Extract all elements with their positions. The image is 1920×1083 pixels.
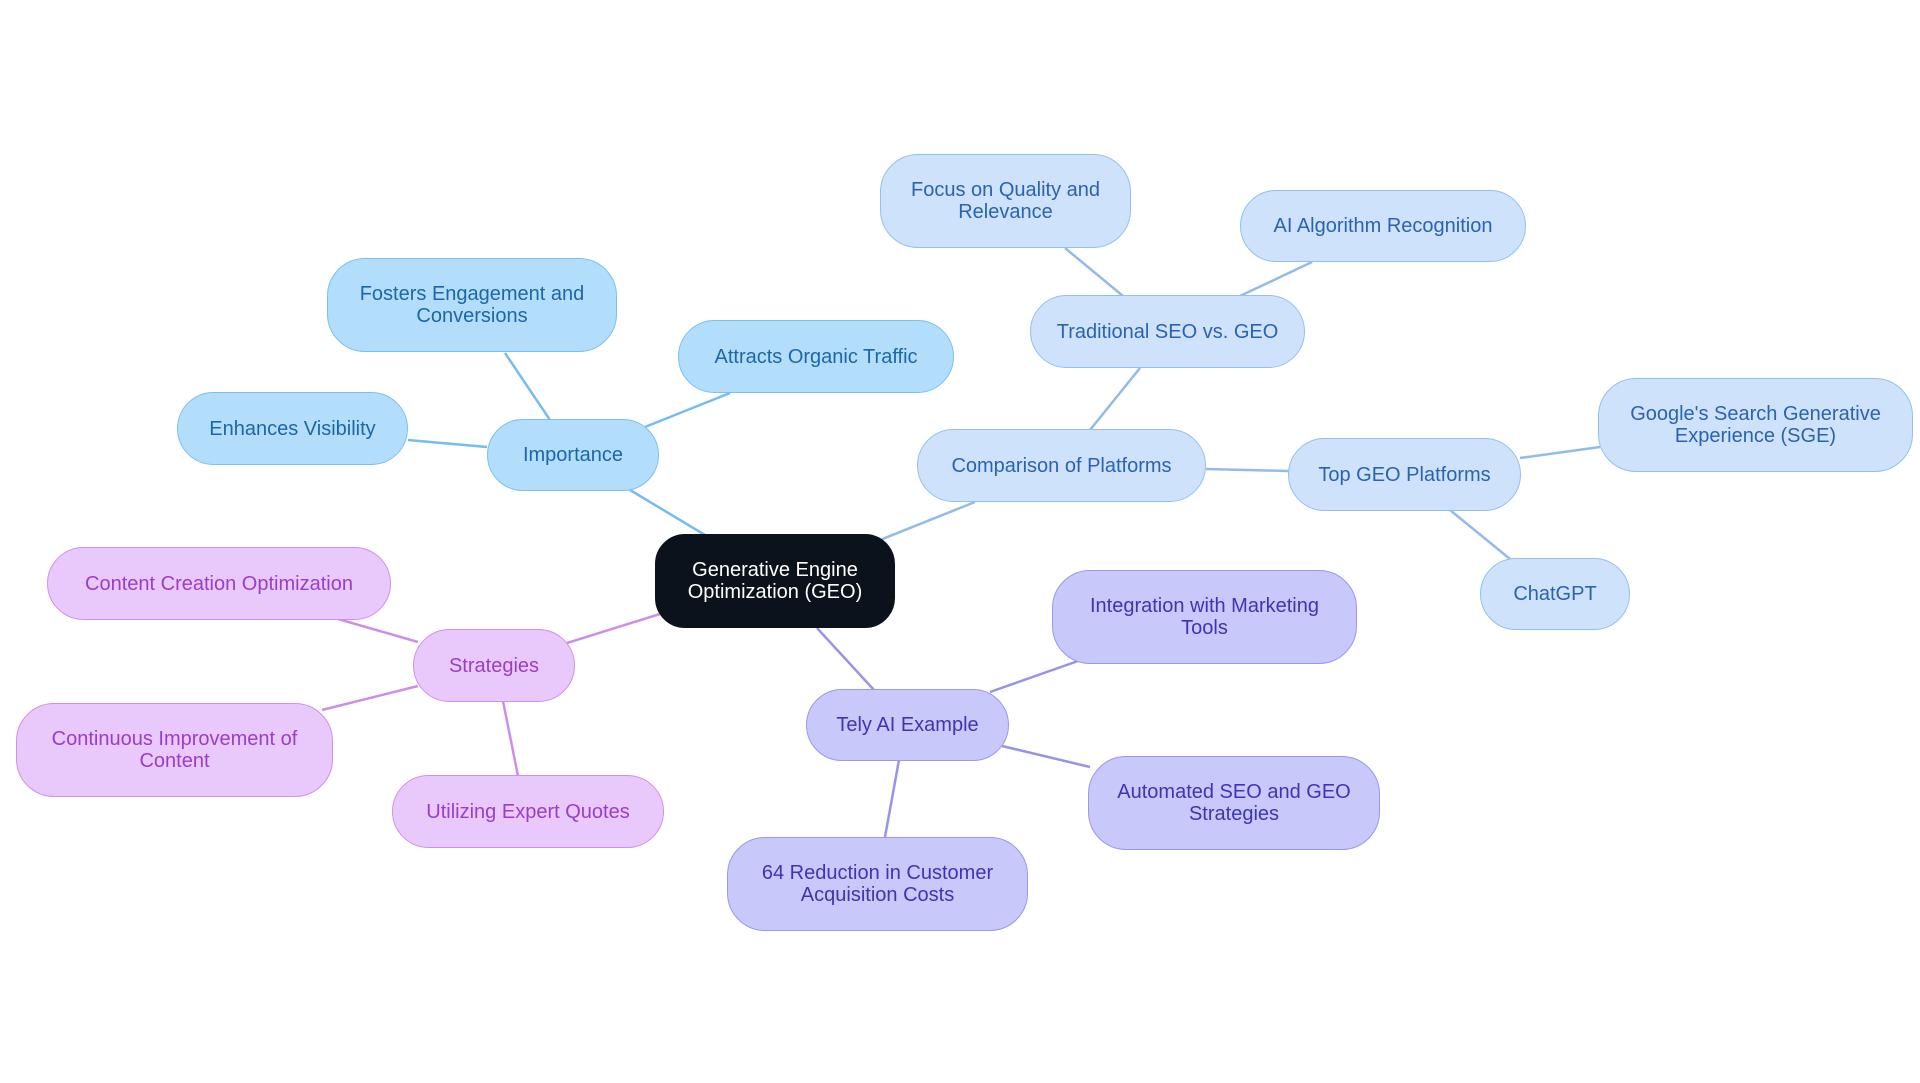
edge-traditional-quality	[1064, 247, 1124, 297]
automated-seo-node[interactable]: Automated SEO and GEO Strategies	[1088, 756, 1380, 850]
chatgpt-label: ChatGPT	[1513, 583, 1597, 605]
chatgpt-node[interactable]: ChatGPT	[1480, 558, 1630, 630]
importance-node[interactable]: Importance	[487, 419, 659, 491]
edge-tely-integration	[989, 659, 1079, 694]
edge-strategies-content	[337, 617, 419, 644]
importance-label: Importance	[522, 444, 624, 466]
root-label: Generative Engine Optimization (GEO)	[687, 559, 863, 603]
edge-root-strategies	[566, 612, 661, 645]
edge-tely-reduction	[883, 759, 901, 838]
edge-root-importance	[629, 488, 706, 537]
tely-ai-label: Tely AI Example	[836, 714, 979, 736]
strategies-node[interactable]: Strategies	[413, 629, 575, 702]
traditional-seo-node[interactable]: Traditional SEO vs. GEO	[1030, 295, 1305, 368]
content-creation-label: Content Creation Optimization	[85, 572, 353, 595]
ai-algorithm-node[interactable]: AI Algorithm Recognition	[1240, 190, 1526, 262]
edge-traditional-ai	[1239, 260, 1313, 298]
strategies-label: Strategies	[448, 654, 540, 677]
automated-seo-label: Automated SEO and GEO Strategies	[1117, 781, 1351, 825]
google-sge-label: Google's Search Generative Experience (S…	[1630, 403, 1881, 447]
edge-importance-visibility	[407, 438, 488, 449]
google-sge-node[interactable]: Google's Search Generative Experience (S…	[1598, 378, 1913, 472]
edge-root-tely	[816, 627, 875, 691]
fosters-engagement-node[interactable]: Fosters Engagement and Conversions	[327, 258, 617, 352]
edge-top-chatgpt	[1449, 509, 1511, 560]
comparison-node[interactable]: Comparison of Platforms	[917, 429, 1206, 502]
continuous-improvement-node[interactable]: Continuous Improvement of Content	[16, 703, 333, 797]
edge-comparison-traditional	[1089, 367, 1141, 431]
edge-tely-automated	[1001, 744, 1091, 769]
attracts-traffic-node[interactable]: Attracts Organic Traffic	[678, 320, 954, 393]
edge-importance-engagement	[503, 352, 552, 421]
continuous-improvement-label: Continuous Improvement of Content	[51, 728, 298, 772]
edge-comparison-top	[1205, 467, 1290, 473]
enhances-visibility-node[interactable]: Enhances Visibility	[177, 392, 408, 465]
expert-quotes-label: Utilizing Expert Quotes	[426, 800, 630, 823]
tely-ai-node[interactable]: Tely AI Example	[806, 689, 1009, 761]
ai-algorithm-label: AI Algorithm Recognition	[1273, 215, 1493, 237]
integration-tools-node[interactable]: Integration with Marketing Tools	[1052, 570, 1357, 664]
fosters-engagement-label: Fosters Engagement and Conversions	[359, 283, 585, 327]
top-geo-platforms-label: Top GEO Platforms	[1318, 463, 1491, 486]
expert-quotes-node[interactable]: Utilizing Expert Quotes	[392, 775, 664, 848]
top-geo-platforms-node[interactable]: Top GEO Platforms	[1288, 438, 1521, 511]
edge-importance-traffic	[644, 391, 731, 429]
enhances-visibility-label: Enhances Visibility	[209, 417, 376, 440]
reduction-costs-label: 64 Reduction in Customer Acquisition Cos…	[761, 862, 994, 906]
edge-root-comparison	[879, 500, 976, 542]
attracts-traffic-label: Attracts Organic Traffic	[714, 345, 918, 368]
edge-top-sge	[1519, 445, 1601, 460]
root-node[interactable]: Generative Engine Optimization (GEO)	[655, 534, 895, 628]
quality-relevance-label: Focus on Quality and Relevance	[911, 179, 1100, 223]
edge-strategies-quotes	[501, 700, 520, 777]
traditional-seo-label: Traditional SEO vs. GEO	[1056, 320, 1279, 343]
integration-tools-label: Integration with Marketing Tools	[1089, 595, 1319, 639]
reduction-costs-node[interactable]: 64 Reduction in Customer Acquisition Cos…	[727, 837, 1028, 931]
comparison-label: Comparison of Platforms	[951, 454, 1172, 477]
edge-strategies-continuous	[321, 684, 419, 712]
quality-relevance-node[interactable]: Focus on Quality and Relevance	[880, 154, 1131, 248]
content-creation-node[interactable]: Content Creation Optimization	[47, 547, 391, 620]
